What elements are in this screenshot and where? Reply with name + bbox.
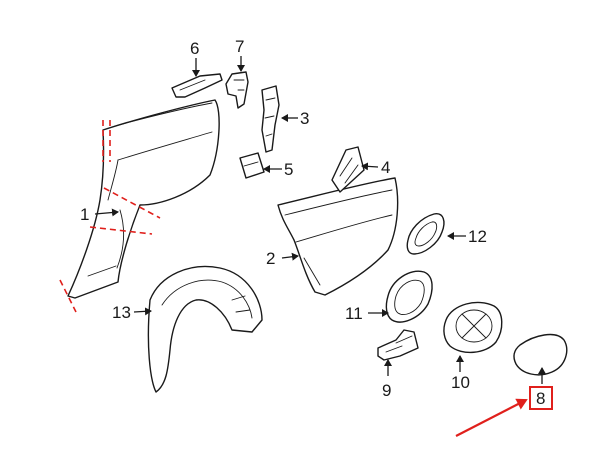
leader-2 bbox=[281, 252, 299, 261]
callout-11: 11 bbox=[345, 304, 363, 323]
callout-13: 13 bbox=[112, 303, 131, 322]
leader-1 bbox=[94, 208, 119, 217]
part-9-latch bbox=[377, 329, 419, 361]
part-4-reinforcement bbox=[331, 146, 365, 193]
callout-7: 7 bbox=[235, 37, 244, 56]
callout-6: 6 bbox=[190, 39, 199, 58]
callout-9: 9 bbox=[382, 381, 391, 400]
callout-5: 5 bbox=[284, 160, 293, 179]
part-6-mounting-bracket bbox=[171, 73, 223, 98]
part-1-quarter-panel bbox=[67, 99, 220, 299]
part-7-clip-bracket bbox=[225, 71, 249, 109]
part-2-inner-panel bbox=[277, 177, 399, 296]
callout-2: 2 bbox=[266, 249, 275, 268]
part-13-wheelhouse-liner bbox=[147, 265, 263, 393]
part-10-filler-housing bbox=[443, 301, 503, 353]
part-5-small-bracket bbox=[239, 152, 265, 179]
callout-10: 10 bbox=[451, 373, 470, 392]
part-12-gasket bbox=[406, 213, 445, 255]
leader-4 bbox=[361, 162, 379, 171]
cut-lines bbox=[59, 120, 161, 313]
callout-1: 1 bbox=[80, 205, 89, 224]
part-11-seal-ring bbox=[385, 270, 433, 323]
highlight-box bbox=[529, 386, 553, 410]
highlight-callout-8 bbox=[455, 386, 553, 437]
leader-13 bbox=[133, 307, 152, 316]
leader-lines bbox=[94, 56, 546, 384]
callout-labels: 1 2 3 4 5 6 7 8 9 10 11 12 13 bbox=[80, 37, 545, 408]
callout-12: 12 bbox=[468, 227, 487, 246]
highlight-arrow bbox=[455, 398, 528, 437]
part-8-fuel-door bbox=[513, 333, 568, 376]
callout-8: 8 bbox=[536, 389, 545, 408]
callout-3: 3 bbox=[300, 109, 309, 128]
part-3-bracket bbox=[261, 85, 280, 153]
callout-4: 4 bbox=[381, 158, 390, 177]
